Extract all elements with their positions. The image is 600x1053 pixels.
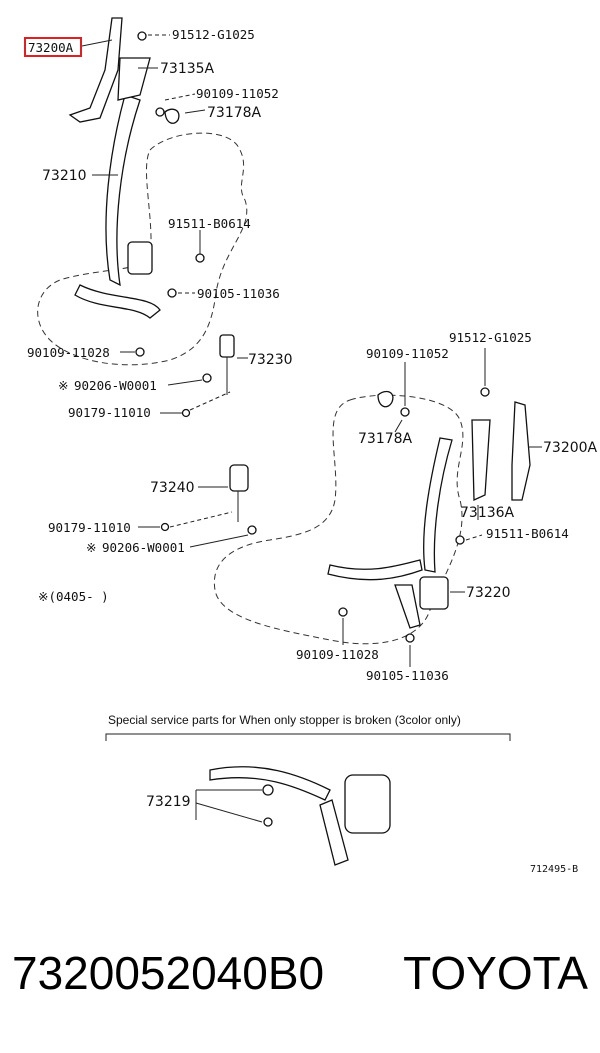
label-90109-11052-right: 90109-11052	[366, 346, 449, 361]
anchor-plate-73200a-right	[511, 401, 531, 501]
nut-90179-mid	[160, 522, 170, 532]
bolt-91512-right	[480, 387, 490, 397]
label-73200a-top: 73200A	[28, 40, 74, 55]
label-73220: 73220	[466, 585, 511, 601]
stopper-button-1	[262, 784, 274, 796]
stopper-button-2	[263, 817, 273, 827]
belt-webbing-lap-right	[327, 559, 423, 581]
buckle-73240	[229, 464, 249, 492]
note-mark-1: ※	[58, 378, 68, 393]
nut-90179-top	[181, 408, 191, 418]
label-73136a: 73136A	[460, 505, 515, 521]
label-73219: 73219	[146, 794, 191, 810]
service-caption: Special service parts for When only stop…	[108, 713, 461, 727]
retractor-73210-body	[127, 241, 153, 275]
label-73240: 73240	[150, 480, 195, 496]
note-mark-2: ※	[86, 540, 96, 555]
label-73210: 73210	[42, 168, 87, 184]
part-number: 7320052040B0	[12, 947, 325, 999]
bolt-91511-top	[195, 253, 205, 263]
anchor-plate-73200a-top	[68, 17, 123, 123]
label-90105-right: 90105-11036	[366, 668, 449, 683]
belt-webbing-right	[423, 437, 453, 573]
label-90179-mid: 90179-11010	[48, 520, 131, 535]
seat-outline-right	[213, 394, 464, 645]
retractor-service	[344, 774, 391, 834]
anchor-bracket-right	[394, 584, 421, 629]
label-91512-top: 91512-G1025	[172, 27, 255, 42]
bolt-90109-11028-right	[338, 607, 348, 617]
note-range: ※(0405- )	[38, 589, 109, 604]
label-90179-top: 90179-11010	[68, 405, 151, 420]
cover-73135a	[117, 57, 151, 101]
label-73178a-right: 73178A	[358, 431, 413, 447]
figure-code: 712495-B	[530, 864, 578, 875]
label-91511-top: 91511-B0614	[168, 216, 251, 231]
stopper-belt-strap	[209, 766, 331, 801]
bolt-90105-top	[167, 288, 177, 298]
cover-73178a-right	[377, 390, 394, 408]
label-90109-11028-right: 90109-11028	[296, 647, 379, 662]
washer-90206-mid	[247, 525, 257, 535]
label-90109-11028-top: 90109-11028	[27, 345, 110, 360]
label-73200a-right: 73200A	[543, 440, 598, 456]
bolt-90109-11028-top	[135, 347, 145, 357]
brand-name: TOYOTA	[403, 947, 588, 999]
stopper-anchor	[319, 799, 349, 866]
belt-webbing-lap-left	[74, 284, 161, 319]
bolt-90109-11052-right	[400, 407, 410, 417]
bolt-90109-11052-top	[155, 107, 165, 117]
label-90206-top: 90206-W0001	[74, 378, 157, 393]
washer-90206-top	[202, 373, 212, 383]
label-90109-11052-top: 90109-11052	[196, 86, 279, 101]
label-73178a-top: 73178A	[207, 105, 262, 121]
label-73135a: 73135A	[160, 61, 215, 77]
label-90206-mid: 90206-W0001	[102, 540, 185, 555]
label-91511-right: 91511-B0614	[486, 526, 569, 541]
bolt-91512-top	[137, 31, 147, 41]
label-91512-right: 91512-G1025	[449, 330, 532, 345]
retractor-73220-body	[419, 576, 449, 610]
bolt-90105-right	[405, 633, 415, 643]
bolt-91511-right	[455, 535, 465, 545]
cover-73178a-top	[164, 108, 180, 124]
service-parts-section	[105, 733, 511, 866]
front-seat-belt-assembly-right	[138, 348, 542, 667]
cover-73136a	[471, 419, 491, 501]
belt-webbing-left	[105, 94, 141, 287]
buckle-73230	[219, 334, 235, 358]
highlight-box	[24, 37, 82, 57]
front-seat-belt-assembly-left	[37, 17, 248, 418]
label-90105-top: 90105-11036	[197, 286, 280, 301]
footer: 7320052040B0 TOYOTA	[0, 918, 600, 1028]
label-73230: 73230	[248, 352, 293, 368]
